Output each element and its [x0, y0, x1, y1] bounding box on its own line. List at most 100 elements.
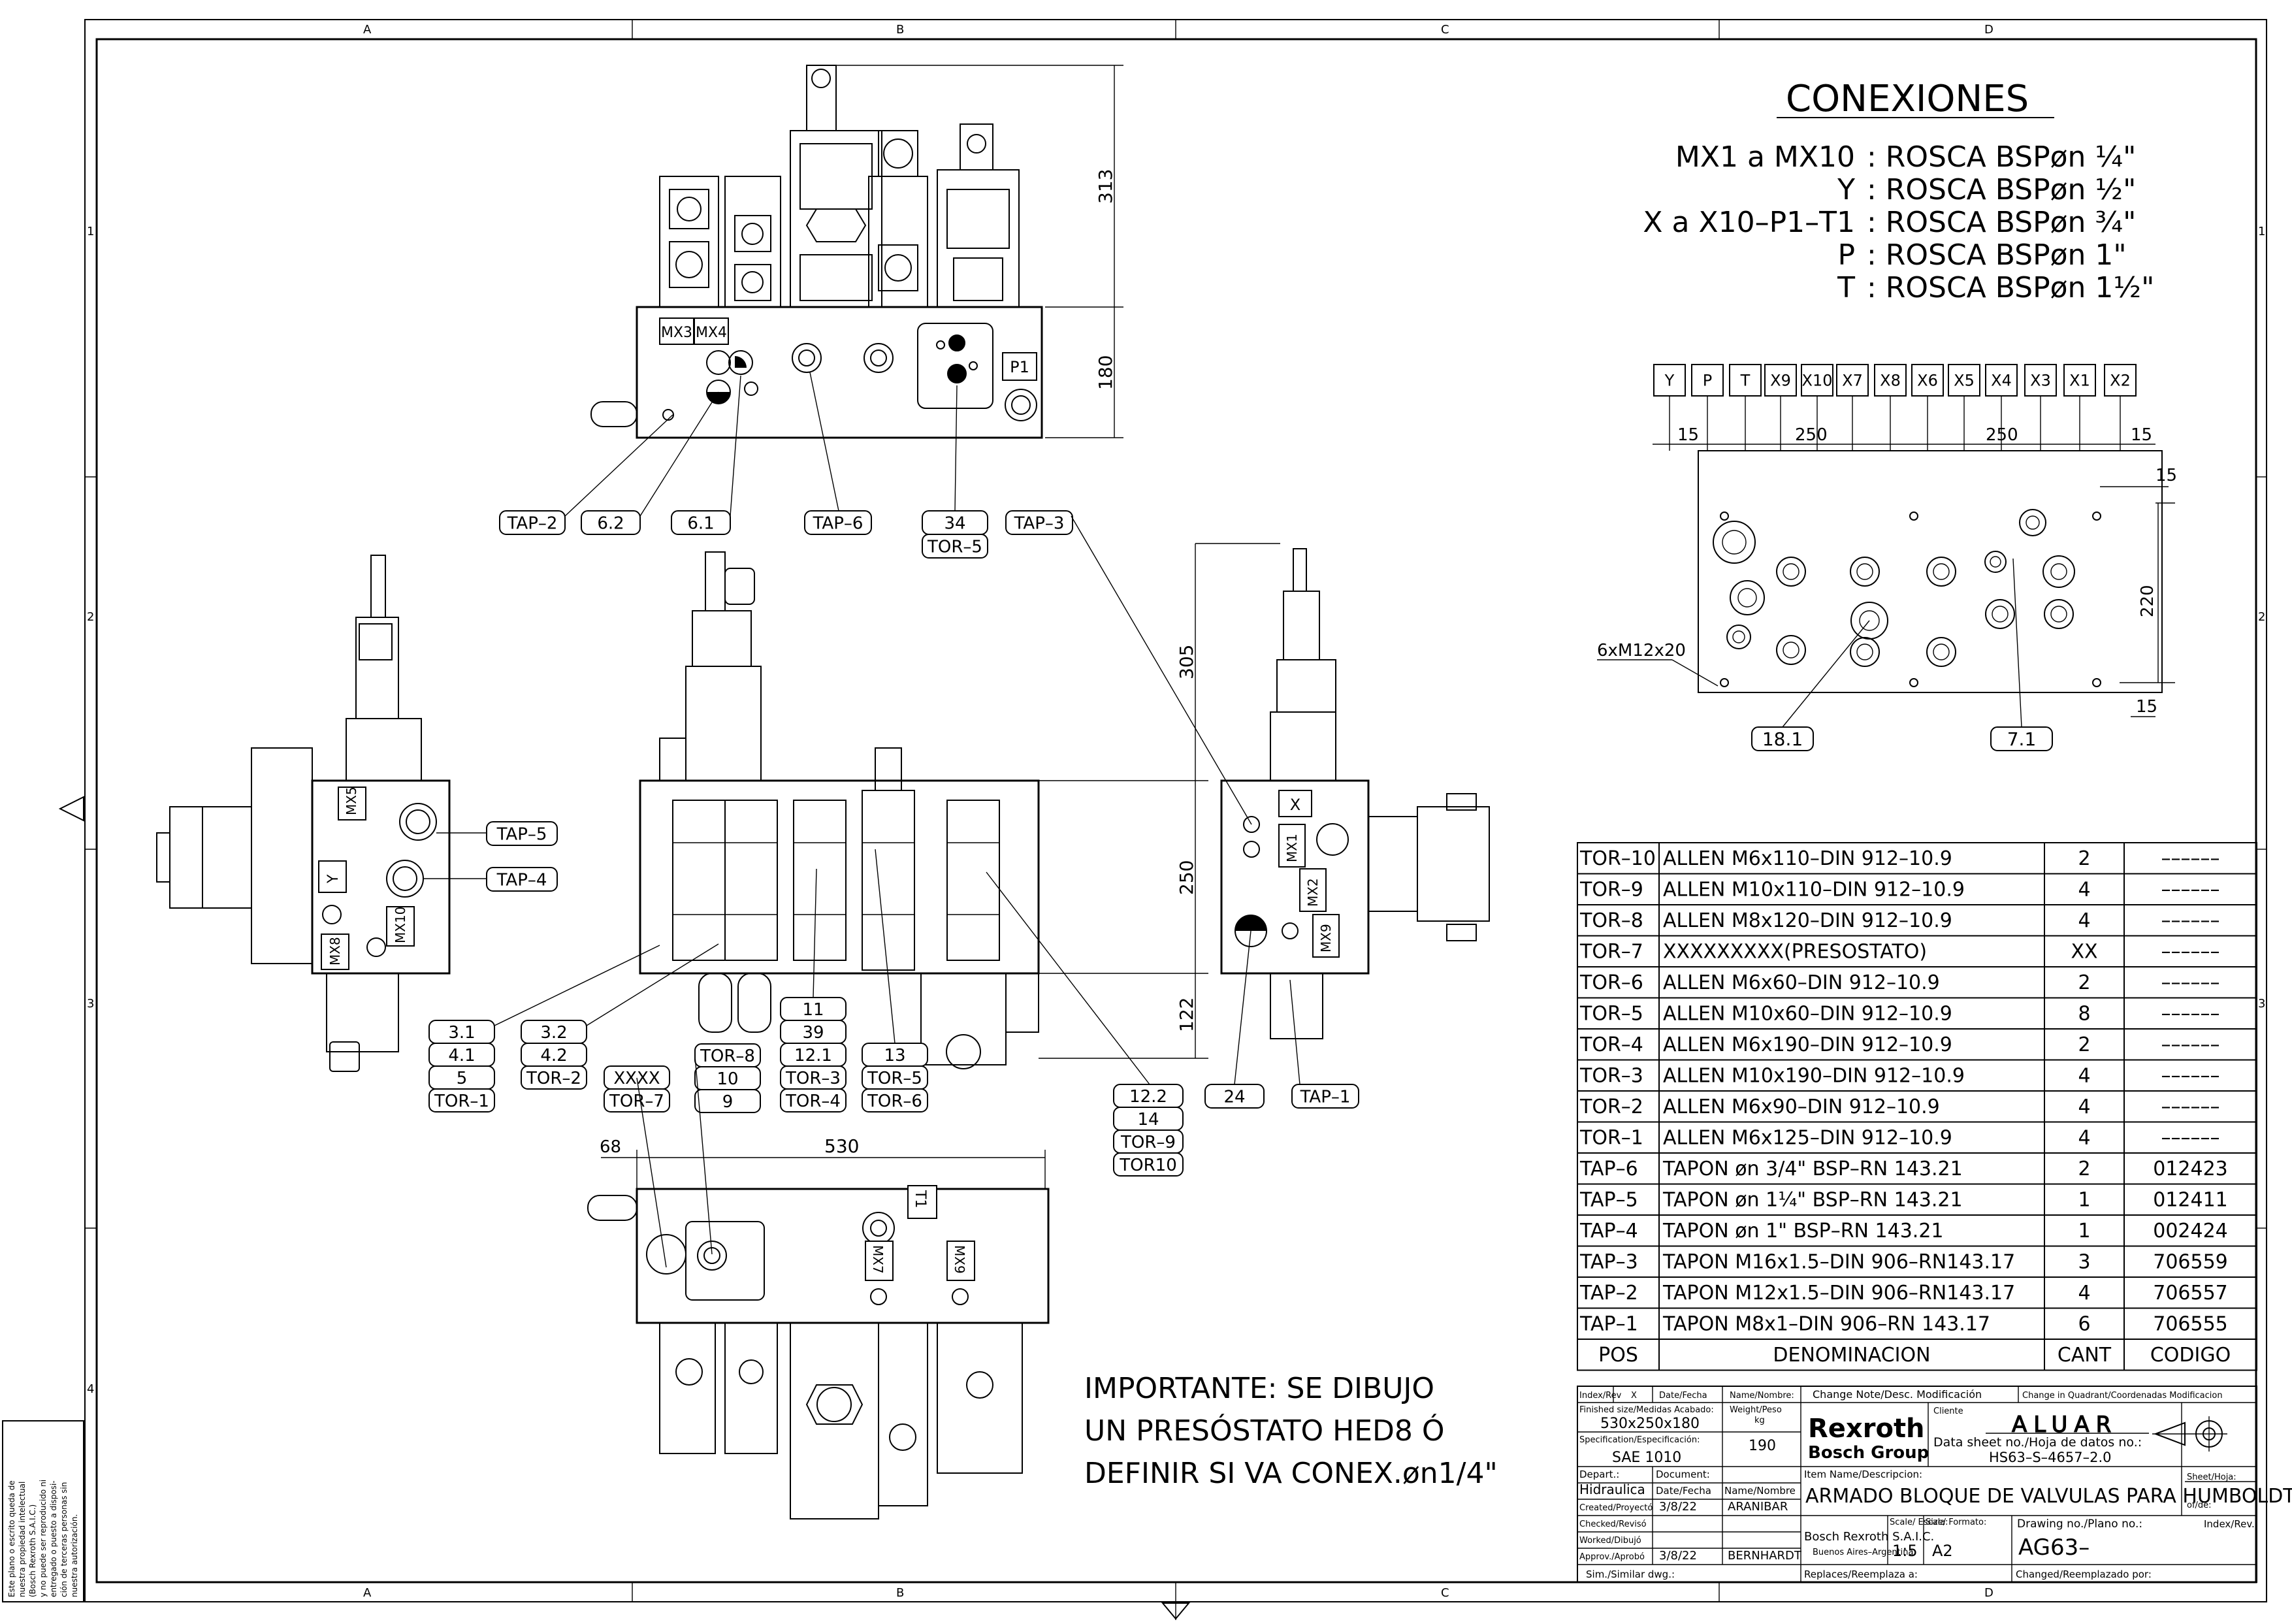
bom-pos: TAP–4	[1579, 1220, 1638, 1242]
callout-34: 34	[944, 513, 965, 533]
grid-col-d-bottom: D	[1984, 1586, 1993, 1600]
bom-cant: 1	[2078, 1189, 2090, 1212]
bom-cant: 1	[2078, 1220, 2090, 1242]
callout-tap-1: TAP–1	[1300, 1087, 1351, 1107]
tb-approv-label: Approv./Aprobó	[1579, 1552, 1645, 1562]
grid-row-1-right: 1	[2258, 225, 2265, 238]
conexion-right-2: : ROSCA BSPøn ½"	[1867, 173, 2136, 206]
legal-note: Este plano o escrito queda de nuestra pr…	[2, 1420, 84, 1602]
callout-stack4-2-box	[694, 1089, 761, 1113]
callout-tap-1-box	[1291, 1084, 1359, 1109]
bom-denominacion: TAPON øn 3/4" BSP–RN 143.21	[1662, 1158, 1963, 1180]
tb-document-label: Document:	[1656, 1469, 1710, 1480]
bom-pos: TAP–2	[1579, 1282, 1638, 1305]
port-mx4-box	[694, 317, 729, 345]
grid-col-c-bottom: C	[1441, 1586, 1449, 1600]
bom-pos: TOR–10	[1579, 847, 1656, 870]
port-p1-box	[1002, 352, 1037, 381]
callout-stack5-1: 39	[802, 1023, 824, 1043]
bom-pos: TOR–8	[1579, 909, 1643, 932]
tb-changed-label: Changed/Reemplazado por:	[2016, 1568, 2152, 1580]
bom-cant: 2	[2078, 847, 2090, 870]
callout-tap-5-box	[486, 821, 558, 846]
tb-cliente-label: Cliente	[1933, 1406, 1963, 1416]
tb-depart-label: Depart.:	[1579, 1469, 1619, 1480]
callout-stack2-1: 4.2	[540, 1046, 567, 1065]
callout-stack6-0: 13	[884, 1046, 905, 1065]
grid-col-a-bottom: A	[363, 1586, 372, 1600]
bom-pos: TAP–6	[1579, 1158, 1638, 1180]
port-t1-box	[907, 1185, 937, 1219]
tb-of-label: of/de:	[2187, 1501, 2212, 1510]
callout-stack7-3: TOR10	[1119, 1156, 1177, 1175]
port-mx3: MX3	[661, 325, 692, 341]
port-label-x3-box	[2024, 364, 2057, 397]
dim-15-left: 15	[1677, 425, 1699, 445]
port-mx9-bottom-box	[946, 1241, 975, 1281]
callout-stack2-2-box	[521, 1065, 587, 1090]
bom-cant: 4	[2078, 1096, 2090, 1118]
bom-pos: TOR–9	[1579, 879, 1643, 901]
tb-company: Bosch Rexroth S.A.I.C.	[1804, 1530, 1934, 1544]
callout-6-1-box	[671, 510, 731, 535]
bom-denominacion: TAPON M12x1.5–DIN 906–RN143.17	[1662, 1282, 2015, 1305]
dim-305: 305	[1176, 645, 1197, 679]
port-label-x2: X2	[2110, 372, 2131, 390]
bom-codigo: 012411	[2153, 1189, 2228, 1212]
legal-text-4: y no puede ser reproducido ni	[39, 1480, 48, 1597]
port-label-x5-box	[1948, 364, 1980, 397]
plate-holes	[1713, 509, 2101, 687]
bom-header-pos: POS	[1598, 1344, 1638, 1367]
conexiones-title: CONEXIONES	[1786, 78, 2029, 120]
bom-denominacion: TAPON M16x1.5–DIN 906–RN143.17	[1662, 1251, 2015, 1274]
bom-pos: TOR–3	[1579, 1065, 1643, 1088]
bom-codigo: ––––––	[2161, 1065, 2220, 1088]
bom-pos: TAP–1	[1579, 1313, 1638, 1336]
port-label-x9-box	[1764, 364, 1797, 397]
tb-finished-size-label: Finished size/Medidas Acabado:	[1579, 1405, 1714, 1415]
port-label-x8-box	[1874, 364, 1907, 397]
tb-checked-label: Checked/Revisó	[1579, 1519, 1647, 1529]
important-note: IMPORTANTE: SE DIBUJO UN PRESÓSTATO HED8…	[1084, 1372, 1498, 1490]
bom-cant: 4	[2078, 1127, 2090, 1150]
bom-pos: TOR–1	[1579, 1127, 1643, 1150]
tb-name-nombre: Name/Nombre:	[1730, 1391, 1794, 1401]
conexion-left-1: MX1 a MX10	[1675, 140, 1855, 174]
grid-row-3: 3	[87, 997, 94, 1011]
tb-weight-label: Weight/Peso	[1730, 1405, 1782, 1415]
bom-codigo: ––––––	[2161, 909, 2220, 932]
tb-change-note: Change Note/Desc. Modificación	[1813, 1388, 1982, 1401]
tb-finished-size: 530x250x180	[1600, 1416, 1700, 1432]
bom-denominacion: ALLEN M6x190–DIN 912–10.9	[1663, 1033, 1952, 1056]
bom-pos: TOR–4	[1579, 1033, 1643, 1056]
tb-index-rev: Index/Rev	[1579, 1391, 1622, 1401]
bom-pos: TAP–3	[1579, 1251, 1638, 1274]
bom-denominacion: TAPON M8x1–DIN 906–RN 143.17	[1662, 1313, 1990, 1336]
bom-denominacion: ALLEN M6x125–DIN 912–10.9	[1663, 1127, 1952, 1150]
bom-denominacion: TAPON øn 1¼" BSP–RN 143.21	[1662, 1189, 1963, 1212]
tb-sim-label: Sim./Similar dwg.:	[1586, 1568, 1675, 1580]
tb-spec-label: Specification/Especificación:	[1579, 1435, 1700, 1445]
callout-7-1: 7.1	[2007, 728, 2037, 750]
callout-stack4-2: 9	[722, 1092, 734, 1112]
port-mx5-box	[338, 787, 366, 820]
dim-180: 180	[1095, 355, 1116, 390]
port-mx7: MX7	[870, 1245, 886, 1274]
callout-stack1-2: 5	[457, 1069, 468, 1088]
